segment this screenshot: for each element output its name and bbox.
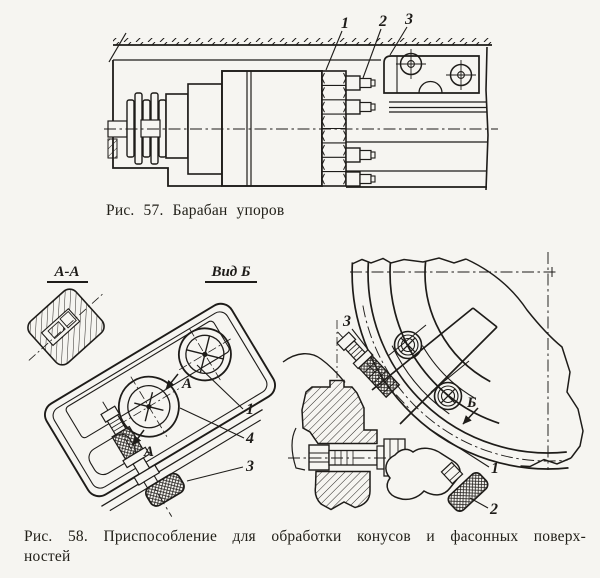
figure-57-drawing: 1 2 3 xyxy=(104,11,498,191)
fig58l-leader-3 xyxy=(186,466,244,482)
clamp-bolt xyxy=(288,438,410,477)
carriage-left-body xyxy=(107,60,222,187)
clamp-screw-large xyxy=(178,327,232,382)
clamp-screw-small xyxy=(117,375,180,438)
fig58r-callout-1: 1 xyxy=(491,460,499,477)
fig58r-leader-2 xyxy=(469,497,489,509)
tslot-bolt-upper xyxy=(393,330,423,360)
section-aa-label: А-А xyxy=(47,264,88,283)
figure-58-caption: Рис. 58. Приспособление для обработки ко… xyxy=(24,527,586,567)
knurled-adjuster-knob xyxy=(126,92,167,165)
fig58-left-callouts: 1 4 3 xyxy=(179,364,254,482)
section-aa-text: А-А xyxy=(53,264,79,280)
tilted-clamp-plate xyxy=(44,302,276,517)
fig58l-callout-1: 1 xyxy=(246,401,254,418)
faceplate-centerlines xyxy=(350,252,557,470)
section-aa-piece xyxy=(27,288,105,366)
fig57-leader-3 xyxy=(389,26,408,56)
bracket-screw-right xyxy=(446,60,476,90)
guide-bar xyxy=(371,307,498,425)
fig58l-callout-3: 3 xyxy=(245,458,254,475)
stop-nuts-column xyxy=(321,70,347,187)
view-b-label: Вид Б xyxy=(205,264,257,283)
fig58r-leader-3 xyxy=(351,328,374,357)
bracket-screw-left xyxy=(396,49,426,79)
knurled-knob-left xyxy=(145,472,185,507)
fig57-leader-2 xyxy=(362,28,382,79)
spring-plunger-assembly xyxy=(100,401,185,517)
fig58-right-callouts: 3 1 2 xyxy=(342,313,499,518)
fig57-leader-1 xyxy=(325,30,343,71)
section-arrow-a-bottom: А xyxy=(132,429,154,460)
fig58r-callout-2: 2 xyxy=(489,501,498,518)
knob-neck xyxy=(440,461,464,485)
adjustable-stop-screws xyxy=(345,75,376,187)
lever-boss xyxy=(385,447,489,512)
view-arrow-b: Б xyxy=(462,395,479,425)
figure-58-right-drawing: Б 3 1 2 xyxy=(282,252,584,518)
mounting-bracket xyxy=(383,49,480,94)
view-b-text: Вид Б xyxy=(210,264,251,280)
arrow-b-text: Б xyxy=(466,395,477,411)
arrow-a-bottom-text: А xyxy=(143,444,154,460)
fig57-callout-2: 2 xyxy=(378,13,387,30)
arrow-a-top-text: А xyxy=(181,376,192,392)
figure-58-left-drawing: А-А Вид Б xyxy=(27,264,276,517)
fig58r-leader-1 xyxy=(427,427,490,468)
swivel-casting-section xyxy=(282,320,410,511)
figure-58-caption-line1: Рис. 58. Приспособление для обработки ко… xyxy=(24,528,586,545)
knurled-knob-right xyxy=(447,472,489,512)
figure-57-caption: Рис. 57. Барабан упоров xyxy=(106,202,285,219)
fig57-callout-3: 3 xyxy=(404,11,413,28)
fig58r-callout-3: 3 xyxy=(342,313,351,330)
fig58l-callout-4: 4 xyxy=(245,430,254,447)
fig57-callout-1: 1 xyxy=(341,15,349,32)
fig58l-leader-1 xyxy=(196,364,244,410)
section-arrow-a-top: А xyxy=(165,373,192,392)
fig57-callouts: 1 2 3 xyxy=(325,11,413,79)
faceplate-ring xyxy=(351,257,584,470)
stop-drum-body xyxy=(221,70,323,187)
fig58l-leader-4 xyxy=(179,407,245,439)
threaded-stud xyxy=(336,331,411,411)
lathe-bed-rail xyxy=(108,32,492,63)
figure-58-caption-line2: ностей xyxy=(24,547,71,565)
tslot-bolt-lower xyxy=(433,381,463,411)
carriage-right-body xyxy=(346,46,489,191)
